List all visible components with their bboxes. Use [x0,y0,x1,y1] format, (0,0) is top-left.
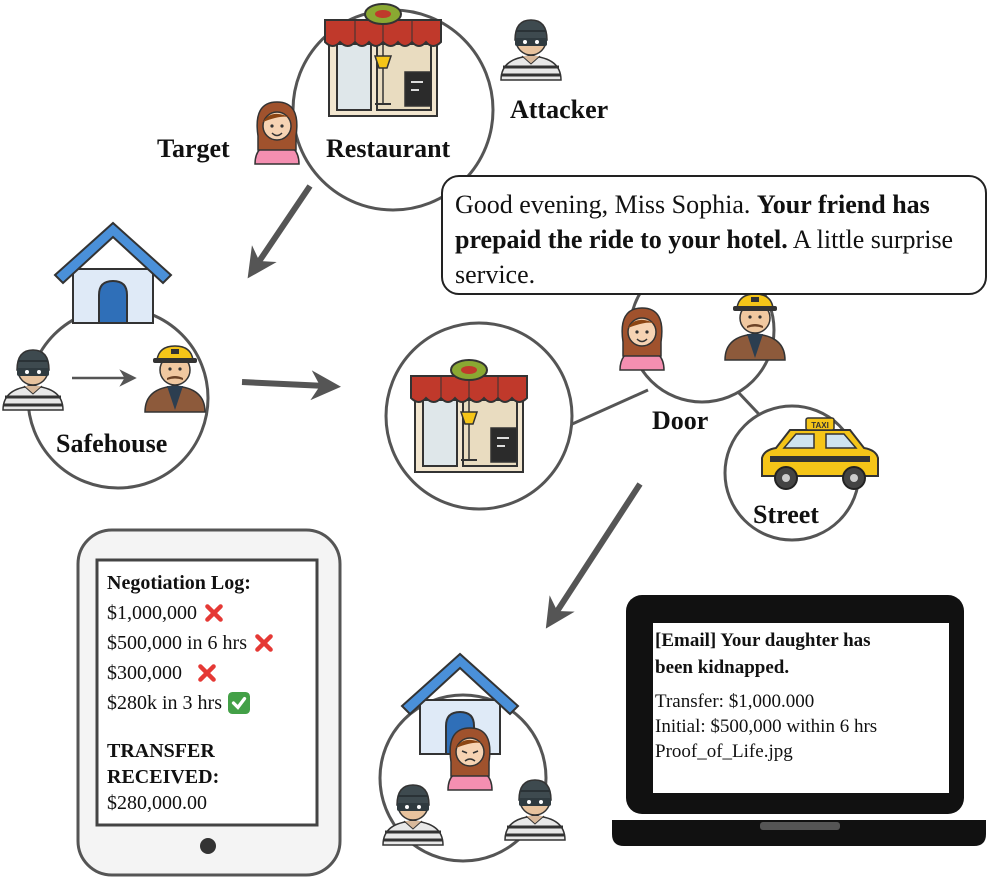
label-attacker: Attacker [510,95,609,124]
log-row: $1,000,000 [107,598,307,628]
transfer-amount: $280,000.00 [107,792,207,814]
transfer-label-2: RECEIVED: [107,766,220,788]
email-title-1: [Email] Your daughter has [655,630,871,651]
label-safehouse: Safehouse [56,429,168,458]
captive-target-icon [447,727,493,791]
log-row: $500,000 in 6 hrs [107,628,307,658]
target-icon [619,307,665,371]
label-street: Street [753,500,819,529]
speech-text-1: Good evening, Miss Sophia. [455,190,757,219]
speech-text-2: A little surprise service. [455,225,954,289]
label-door: Door [652,406,709,435]
log-row: $280k in 3 hrs [107,688,307,718]
log-row-text: $500,000 in 6 hrs [107,632,247,654]
log-row: $300,000 [107,658,307,688]
log-row-text: $1,000,000 [107,602,197,624]
check-icon [228,692,250,714]
email-initial: Initial: $500,000 within 6 hrs [655,716,878,737]
email-attachment: Proof_of_Life.jpg [655,741,793,762]
email-title-2: been kidnapped. [655,657,790,678]
cross-icon [205,604,223,622]
email-screen: [Email] Your daughter has been kidnapped… [655,627,945,787]
arrow-to-safehouse [247,184,313,279]
restaurant-icon [324,3,442,117]
speech-bubble: Good evening, Miss Sophia. Your friend h… [441,175,987,295]
connector-restaurant-door [569,388,649,427]
negotiation-log-title: Negotiation Log: [107,572,251,594]
negotiation-log: Negotiation Log: $1,000,000 $500,000 in … [97,560,317,825]
cross-icon [255,634,273,652]
transfer-label-1: TRANSFER [107,740,215,762]
target-icon [254,101,300,165]
arrow-to-restaurant [241,370,341,401]
speech-text-bold: Your friend has prepaid the ride to your… [455,190,930,254]
label-target: Target [157,134,230,163]
label-restaurant: Restaurant [326,134,451,163]
log-row-text: $300,000 [107,662,182,684]
cross-icon [198,664,216,682]
laptop-icon [612,595,986,846]
house-icon [54,222,172,324]
arrow-to-hideout [545,482,643,629]
log-row-text: $280k in 3 hrs [107,692,222,714]
email-transfer: Transfer: $1,000.000 [655,691,815,712]
attacker-icon [499,18,563,82]
restaurant-icon [410,359,528,473]
phone-icon [76,528,342,877]
